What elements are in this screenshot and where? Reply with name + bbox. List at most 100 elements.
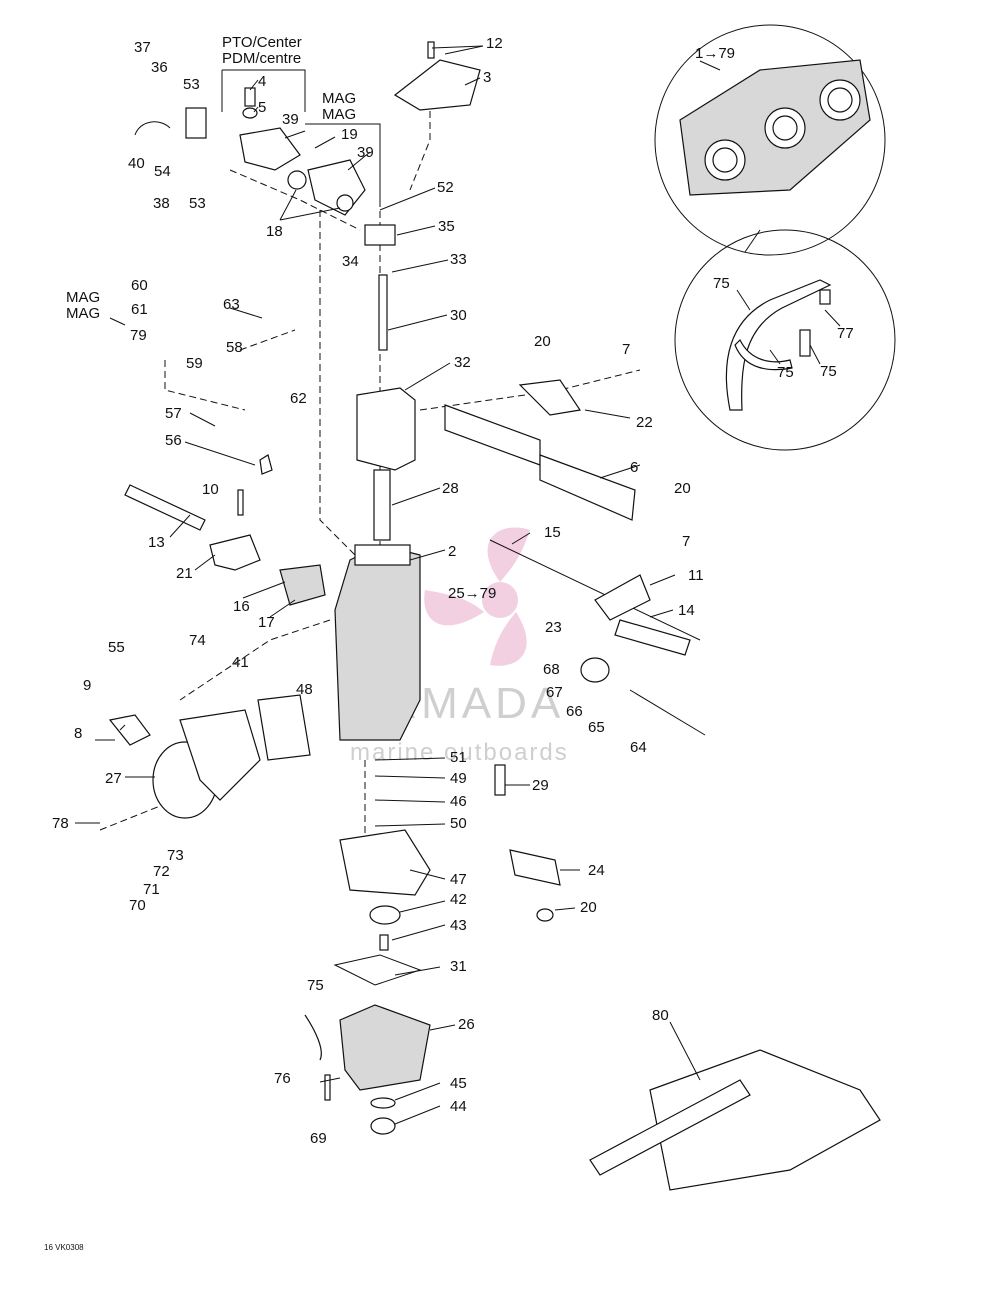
callout-59: 59	[186, 355, 203, 372]
callout-65: 65	[588, 719, 605, 736]
assembly-axis-bottom-left	[99, 759, 261, 831]
callout-7a: 7	[622, 341, 630, 358]
callout-8: 8	[74, 725, 82, 742]
callout-53b: 53	[189, 195, 206, 212]
bowl-26-part	[339, 1004, 431, 1091]
assembly-axis-throttle	[179, 619, 331, 701]
callout-20c: 20	[580, 899, 597, 916]
callout-39b: 39	[357, 144, 374, 161]
callout-22: 22	[636, 414, 653, 431]
callout-42: 42	[450, 891, 467, 908]
clip-35-part	[364, 224, 396, 246]
watermark-tagline: marine outboards	[350, 739, 569, 766]
callout-77: 77	[837, 325, 854, 342]
shaft-14-part	[614, 619, 691, 656]
callout-1-79: 1→79	[695, 45, 735, 62]
callout-23: 23	[545, 619, 562, 636]
callout-34: 34	[342, 253, 359, 270]
callout-60: 60	[131, 277, 148, 294]
hose-76-part	[304, 1014, 322, 1061]
callout-41: 41	[232, 654, 249, 671]
callout-79: 79	[130, 327, 147, 344]
throttle-arm-pto-part	[239, 127, 301, 171]
mag-left-arrow	[109, 317, 126, 326]
callout-55: 55	[108, 639, 125, 656]
gasket-31-part	[333, 954, 422, 986]
callout-2: 2	[448, 543, 456, 560]
spring-5-part	[242, 107, 258, 119]
screw-4-part	[244, 87, 256, 107]
assembly-axis-rod	[419, 369, 641, 411]
solenoid-17-part	[279, 564, 326, 606]
callout-11: 11	[688, 567, 704, 584]
callout-6: 6	[630, 459, 638, 476]
header-mag-left-line1: MAG	[66, 289, 100, 306]
callout-72: 72	[153, 863, 170, 880]
callout-33: 33	[450, 251, 467, 268]
callout-47: 47	[450, 871, 467, 888]
callout-76: 76	[274, 1070, 291, 1087]
fitting-68-part	[580, 657, 610, 683]
needle-30-part	[378, 274, 388, 351]
carb-assembly-inset	[654, 24, 886, 256]
callout-70: 70	[129, 897, 146, 914]
gasket-41-part	[257, 694, 311, 761]
pto-bracket	[221, 69, 306, 112]
callout-54: 54	[154, 163, 171, 180]
leader-lines	[75, 45, 841, 1125]
jet-29-part	[494, 764, 506, 796]
cover-9-part	[108, 714, 151, 746]
callout-52: 52	[437, 179, 454, 196]
callout-4: 4	[258, 73, 266, 90]
rod-22-part	[444, 404, 541, 466]
callout-78: 78	[52, 815, 69, 832]
callout-16: 16	[233, 598, 250, 615]
needle-jet-28-part	[373, 469, 391, 541]
callout-80: 80	[652, 1007, 669, 1024]
callout-30: 30	[450, 307, 467, 324]
callout-46: 46	[450, 793, 467, 810]
callout-63: 63	[223, 296, 240, 313]
callout-75a: 75	[713, 275, 730, 292]
cable-15-part	[489, 539, 701, 641]
callout-67: 67	[546, 684, 563, 701]
header-pto-line2: PDM/centre	[222, 50, 301, 67]
cover-screw-part	[427, 41, 435, 59]
callout-62: 62	[290, 390, 307, 407]
callout-73: 73	[167, 847, 184, 864]
callout-28: 28	[442, 480, 459, 497]
screw-64-part	[629, 689, 706, 736]
bracket-24-part	[509, 849, 561, 886]
callout-49: 49	[450, 770, 467, 787]
callout-31: 31	[450, 958, 467, 975]
callout-75c: 75	[820, 363, 837, 380]
callout-36: 36	[151, 59, 168, 76]
callout-35: 35	[438, 218, 455, 235]
header-mag-left-line2: MAG	[66, 305, 100, 322]
bracket-38-part	[185, 107, 207, 139]
lever-21-part	[209, 534, 261, 571]
callout-51: 51	[450, 749, 467, 766]
callout-45: 45	[450, 1075, 467, 1092]
oring-45-part	[370, 1097, 396, 1109]
callout-48: 48	[296, 681, 313, 698]
assembly-axis-left	[319, 210, 361, 561]
callout-75d: 75	[307, 977, 324, 994]
screw-69-part	[324, 1074, 331, 1101]
callout-20a: 20	[534, 333, 551, 350]
callout-27: 27	[105, 770, 122, 787]
callout-14: 14	[678, 602, 695, 619]
callout-labels: 1→79 2 3 4 5 6 7 7 8 9 10 11 12 13 14 15…	[52, 35, 854, 1147]
callout-21: 21	[176, 565, 193, 582]
callout-25-79: 25→79	[448, 585, 496, 602]
callout-74: 74	[189, 632, 206, 649]
screw-20c-part	[536, 908, 554, 922]
gasket-2-part	[354, 544, 411, 566]
assembly-axis-mag-left	[164, 360, 246, 411]
hose-inset	[674, 229, 896, 451]
callout-75b: 75	[777, 364, 794, 381]
callout-13: 13	[148, 534, 165, 551]
header-pto-line1: PTO/Center	[222, 34, 302, 51]
